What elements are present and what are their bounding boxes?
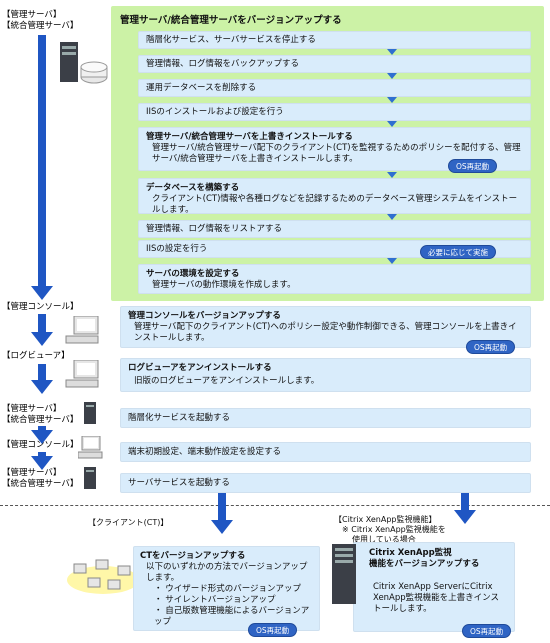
step-text: 管理情報、ログ情報をリストアする [146, 224, 283, 234]
role-integrated-server: 【統合管理サーバ】 [2, 21, 79, 31]
ct-method-text: サイレントバージョンアップ [165, 595, 276, 605]
server-tower-icon [60, 42, 108, 84]
log-viewer-title: ログビューアをアンインストールする [128, 363, 272, 373]
step-text: 運用データベースを削除する [146, 83, 257, 93]
pc-icon [65, 360, 99, 388]
console-flow-arrow [38, 314, 46, 334]
step-restore: 管理情報、ログ情報をリストアする [138, 220, 531, 238]
start-server-service-box: サーバサービスを起動する [120, 473, 531, 493]
step-title: サーバの環境を設定する [146, 269, 240, 279]
pc-icon [78, 436, 103, 459]
pc-icon [65, 316, 99, 344]
citrix-branch-arrow-head [454, 510, 476, 524]
start-hierarchy-box: 階層化サービスを起動する [120, 408, 531, 428]
step-arrow [387, 121, 397, 127]
citrix-upgrade-box: Citrix XenApp監視 機能をバージョンアップする Citrix Xen… [353, 542, 515, 632]
os-reboot-button: OS再起動 [248, 623, 298, 637]
citrix-upgrade-desc: Citrix XenApp ServerにCitrix XenApp監視機能を上… [373, 582, 499, 614]
step-arrow [387, 258, 397, 264]
citrix-upgrade-title-line2: 機能をバージョンアップする [369, 559, 480, 569]
console-upgrade-box: 管理コンソールをバージョンアップする 管理サーバ配下のクライアント(CT)へのポ… [120, 306, 531, 348]
citrix-branch-arrow [461, 493, 469, 511]
step-build-db: データベースを構築する クライアント(CT)情報や各種ログなどを記録するためのデ… [138, 178, 531, 215]
citrix-note-line1: ※ Citrix XenApp監視機能を [342, 525, 446, 534]
step-text: IISのインストールおよび設定を行う [146, 107, 284, 117]
citrix-note-line2: 使用している場合 [352, 535, 416, 544]
logviewer-flow-arrow [38, 364, 46, 382]
logviewer-flow-arrow-head [31, 380, 53, 394]
role-integrated-server: 【統合管理サーバ】 [2, 479, 79, 489]
ct-method-text: 自己版数管理機能によるバージョンアップ [154, 606, 310, 627]
server-flow-arrow [38, 35, 46, 287]
os-reboot-button: OS再起動 [462, 624, 512, 638]
role-mgmt-server: 【管理サーバ】 [2, 404, 62, 414]
server-icon [84, 402, 96, 424]
console-upgrade-desc: 管理サーバ配下のクライアント(CT)へのポリシー設定や動作制御できる、管理コンソ… [134, 322, 517, 343]
console-upgrade-title: 管理コンソールをバージョンアップする [128, 311, 281, 321]
step-backup: 管理情報、ログ情報をバックアップする [138, 55, 531, 73]
step-arrow [387, 49, 397, 55]
step-desc: 管理サーバ/統合管理サーバ配下のクライアント(CT)を監視するためのポリシーを配… [152, 143, 521, 164]
role-mgmt-server: 【管理サーバ】 [2, 10, 62, 20]
log-viewer-desc: 旧版のログビューアをアンインストールします。 [134, 376, 320, 386]
ct-method-text: ウイザード形式のバージョンアップ [165, 584, 302, 594]
hierarchy-flow-arrow [38, 426, 46, 432]
step-iis-install: IISのインストールおよび設定を行う [138, 103, 531, 121]
step-title: 管理サーバ/統合管理サーバを上書きインストールする [146, 132, 353, 142]
step-arrow [387, 214, 397, 220]
role-mgmt-console: 【管理コンソール】 [2, 440, 79, 450]
step-arrow [387, 73, 397, 79]
ct-upgrade-intro: 以下のいずれかの方法でバージョンアップします。 [146, 562, 308, 583]
client-branch-arrow-head [211, 520, 233, 534]
terminal-settings-box: 端末初期設定、端末動作設定を設定する [120, 442, 531, 462]
role-integrated-server: 【統合管理サーバ】 [2, 415, 79, 425]
server-flow-arrow-head [31, 286, 53, 300]
role-client: 【クライアント(CT)】 [88, 518, 169, 527]
terminal-settings-text: 端末初期設定、端末動作設定を設定する [128, 447, 282, 457]
step-arrow [387, 172, 397, 178]
os-reboot-button: OS再起動 [466, 340, 516, 354]
ct-method-item: ・ 自己版数管理機能によるバージョンアップ [154, 606, 310, 627]
role-mgmt-server: 【管理サーバ】 [2, 468, 62, 478]
log-viewer-uninstall-box: ログビューアをアンインストールする 旧版のログビューアをアンインストールします。 [120, 358, 531, 392]
as-needed-badge: 必要に応じて実施 [420, 245, 496, 259]
step-delete-db: 運用データベースを削除する [138, 79, 531, 97]
step-text: IISの設定を行う [146, 244, 208, 254]
terminal-flow-arrow-head [31, 456, 53, 470]
step-server-env: サーバの環境を設定する 管理サーバの動作環境を作成します。 [138, 264, 531, 294]
ct-method-item: ・ ウイザード形式のバージョンアップ [154, 584, 302, 594]
citrix-upgrade-title-line1: Citrix XenApp監視 [369, 548, 452, 558]
os-reboot-button: OS再起動 [448, 159, 498, 173]
start-hierarchy-text: 階層化サービスを起動する [128, 413, 231, 423]
step-stop-services: 階層化サービス、サーバサービスを停止する [138, 31, 531, 49]
step-text: 階層化サービス、サーバサービスを停止する [146, 35, 316, 45]
server-tower-icon [332, 544, 356, 604]
terminal-flow-arrow [38, 452, 46, 458]
step-arrow [387, 97, 397, 103]
divider [0, 505, 550, 506]
ct-upgrade-title: CTをバージョンアップする [140, 551, 246, 561]
server-upgrade-title: 管理サーバ/統合管理サーバをバージョンアップする [120, 15, 342, 26]
ct-method-item: ・ サイレントバージョンアップ [154, 595, 276, 605]
step-text: 管理情報、ログ情報をバックアップする [146, 59, 300, 69]
step-desc: 管理サーバの動作環境を作成します。 [152, 280, 296, 290]
ct-upgrade-box: CTをバージョンアップする 以下のいずれかの方法でバージョンアップします。 ・ … [133, 546, 320, 631]
step-desc: クライアント(CT)情報や各種ログなどを記録するためのデータベース管理システムを… [152, 194, 518, 215]
role-citrix-func: 【Citrix XenApp監視機能】 [334, 515, 437, 524]
console-flow-arrow-head [31, 332, 53, 346]
start-server-service-text: サーバサービスを起動する [128, 478, 230, 488]
role-mgmt-console: 【管理コンソール】 [2, 302, 79, 312]
role-log-viewer: 【ログビューア】 [2, 351, 70, 361]
hierarchy-flow-arrow-head [31, 430, 53, 444]
step-title: データベースを構築する [146, 183, 240, 193]
client-branch-arrow [218, 493, 226, 521]
client-pcs-icon [67, 559, 139, 594]
server-icon [84, 467, 96, 489]
